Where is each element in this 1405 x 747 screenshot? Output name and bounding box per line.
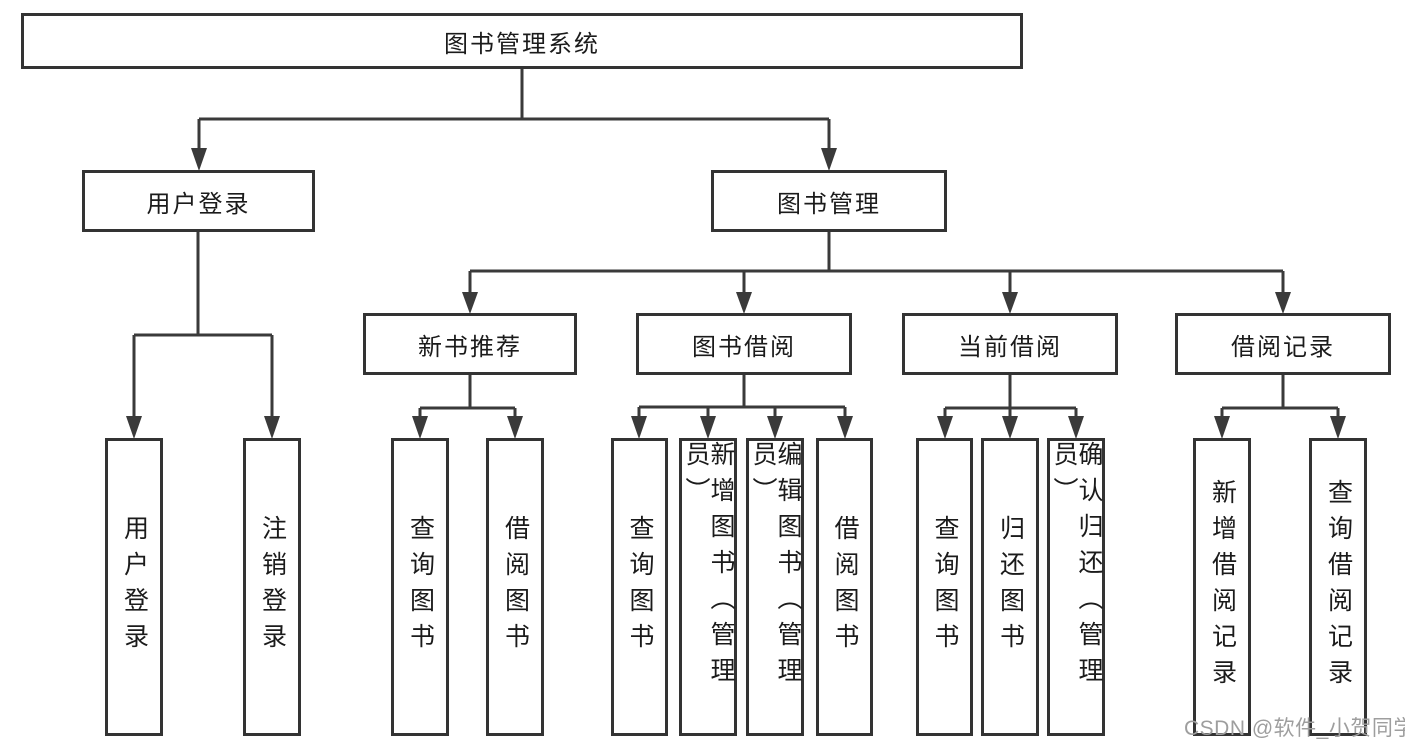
leaf-add-books-admin-label: 新增图书（管理员）	[682, 441, 735, 693]
leaf-return-books-label: 归还图书	[996, 515, 1025, 659]
leaf-confirm-return-admin: 确认归还（管理员）	[1047, 438, 1105, 736]
leaf-query-books-current: 查询图书	[916, 438, 973, 736]
leaf-add-books-admin: 新增图书（管理员）	[679, 438, 737, 736]
node-current-borrowing: 当前借阅	[902, 313, 1118, 375]
leaf-query-books-current-label: 查询图书	[931, 515, 959, 659]
leaf-logout-label: 注销登录	[258, 515, 287, 659]
leaf-query-borrow-record-label: 查询借阅记录	[1324, 479, 1353, 695]
leaf-logout: 注销登录	[243, 438, 301, 736]
leaf-user-login-label: 用户登录	[120, 515, 149, 659]
node-book-borrowing: 图书借阅	[636, 313, 852, 375]
leaf-borrow-books-label: 借阅图书	[831, 515, 859, 659]
leaf-query-books-recommend-label: 查询图书	[406, 515, 435, 659]
node-library-system: 图书管理系统	[21, 13, 1023, 69]
leaf-borrow-books-recommend-label: 借阅图书	[501, 515, 530, 659]
leaf-borrow-books: 借阅图书	[816, 438, 873, 736]
watermark-text: CSDN @软件_小贺同学	[1184, 717, 1405, 740]
leaf-user-login: 用户登录	[105, 438, 163, 736]
node-new-book-recommend: 新书推荐	[363, 313, 577, 375]
leaf-add-borrow-record: 新增借阅记录	[1193, 438, 1251, 736]
leaf-return-books: 归还图书	[981, 438, 1039, 736]
leaf-add-borrow-record-label: 新增借阅记录	[1208, 479, 1237, 695]
leaf-borrow-books-recommend: 借阅图书	[486, 438, 544, 736]
leaf-edit-books-admin-label: 编辑图书（管理员）	[749, 441, 802, 693]
leaf-query-books-recommend: 查询图书	[391, 438, 449, 736]
leaf-edit-books-admin: 编辑图书（管理员）	[746, 438, 804, 736]
leaf-query-borrow-record: 查询借阅记录	[1309, 438, 1367, 736]
node-book-management: 图书管理	[711, 170, 947, 232]
node-user-login: 用户登录	[82, 170, 315, 232]
node-borrow-records: 借阅记录	[1175, 313, 1391, 375]
leaf-query-books-borrowing-label: 查询图书	[626, 515, 654, 659]
leaf-confirm-return-admin-label: 确认归还（管理员）	[1050, 441, 1103, 693]
leaf-query-books-borrowing: 查询图书	[611, 438, 668, 736]
